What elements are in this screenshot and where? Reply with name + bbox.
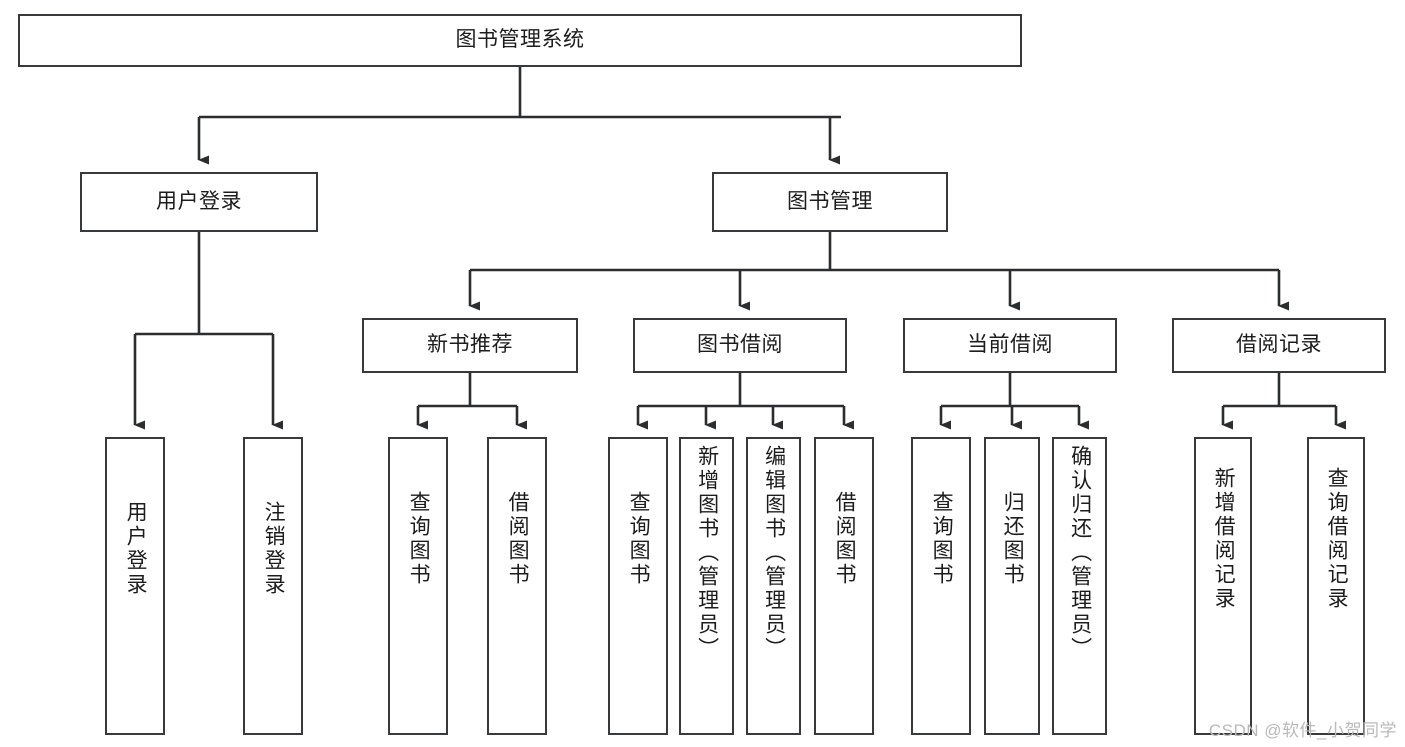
- node-book-management-label: 图书管理: [787, 189, 873, 213]
- node-leaf-add-book-admin[interactable]: 新增图书（管理员）: [679, 437, 734, 735]
- node-leaf-add-book-admin-label: 新增图书（管理员）: [695, 445, 719, 661]
- node-book-borrow-label: 图书借阅: [697, 333, 783, 357]
- node-leaf-query-book-current[interactable]: 查询图书: [911, 437, 971, 735]
- node-leaf-add-borrow-record-label: 新增借阅记录: [1212, 467, 1236, 611]
- connector-borrow-record-to-leaves: [1221, 373, 1346, 430]
- node-leaf-borrow-book-recommend-label: 借阅图书: [506, 491, 530, 587]
- node-leaf-query-borrow-record-label: 查询借阅记录: [1325, 467, 1349, 611]
- node-leaf-query-book-recommend[interactable]: 查询图书: [388, 437, 448, 735]
- node-leaf-user-logout-label: 注销登录: [262, 501, 286, 597]
- node-leaf-edit-book-admin-label: 编辑图书（管理员）: [762, 445, 786, 661]
- node-leaf-borrow-book-borrow[interactable]: 借阅图书: [814, 437, 874, 735]
- node-root[interactable]: 图书管理系统: [18, 14, 1022, 67]
- node-leaf-user-login[interactable]: 用户登录: [105, 437, 165, 735]
- connector-root-to-level1: [197, 67, 841, 165]
- node-current-borrow-label: 当前借阅: [967, 333, 1053, 357]
- node-leaf-query-book-borrow-label: 查询图书: [627, 491, 651, 587]
- node-borrow-record[interactable]: 借阅记录: [1172, 318, 1386, 373]
- node-book-management[interactable]: 图书管理: [712, 172, 948, 232]
- node-leaf-user-login-label: 用户登录: [124, 501, 148, 597]
- node-leaf-confirm-return-admin-label: 确认归还（管理员）: [1068, 445, 1092, 661]
- node-leaf-return-book-label: 归还图书: [1001, 491, 1025, 587]
- node-leaf-query-book-borrow[interactable]: 查询图书: [608, 437, 668, 735]
- node-user-login[interactable]: 用户登录: [80, 172, 318, 232]
- node-leaf-borrow-book-recommend[interactable]: 借阅图书: [487, 437, 547, 735]
- connector-new-book-recommend-to-leaves: [416, 373, 527, 430]
- node-book-borrow[interactable]: 图书借阅: [633, 318, 847, 373]
- node-leaf-borrow-book-borrow-label: 借阅图书: [833, 491, 857, 587]
- node-leaf-edit-book-admin[interactable]: 编辑图书（管理员）: [746, 437, 801, 735]
- node-user-login-label: 用户登录: [156, 189, 242, 213]
- node-borrow-record-label: 借阅记录: [1236, 333, 1322, 357]
- connector-book-borrow-to-leaves: [636, 373, 854, 430]
- connector-current-borrow-to-leaves: [939, 373, 1089, 430]
- node-new-book-recommend[interactable]: 新书推荐: [362, 318, 578, 373]
- node-new-book-recommend-label: 新书推荐: [427, 333, 513, 357]
- node-leaf-return-book[interactable]: 归还图书: [984, 437, 1040, 735]
- node-root-label: 图书管理系统: [455, 28, 585, 52]
- node-leaf-confirm-return-admin[interactable]: 确认归还（管理员）: [1052, 437, 1107, 735]
- connector-user-login-to-leaves: [133, 232, 283, 430]
- node-current-borrow[interactable]: 当前借阅: [903, 318, 1117, 373]
- node-leaf-query-book-current-label: 查询图书: [930, 491, 954, 587]
- node-leaf-add-borrow-record[interactable]: 新增借阅记录: [1194, 437, 1252, 735]
- connector-book-management-to-level2: [468, 232, 1289, 311]
- node-leaf-query-borrow-record[interactable]: 查询借阅记录: [1307, 437, 1365, 735]
- node-leaf-query-book-recommend-label: 查询图书: [407, 491, 431, 587]
- node-leaf-user-logout[interactable]: 注销登录: [243, 437, 303, 735]
